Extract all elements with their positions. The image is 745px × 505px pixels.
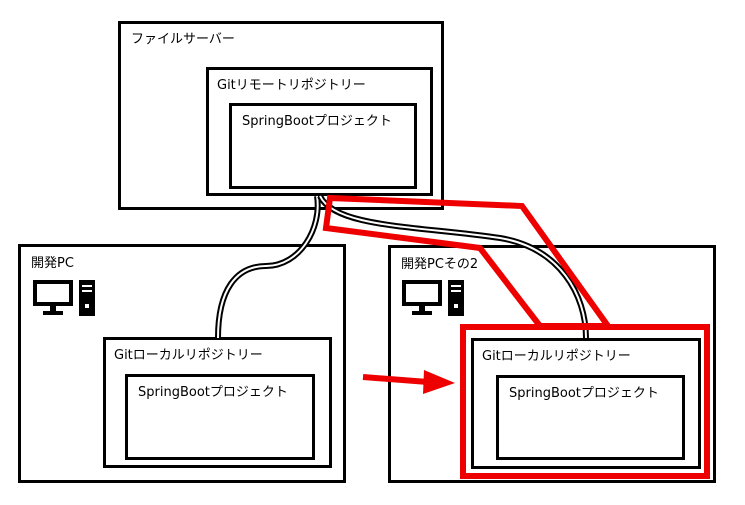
dev-pc2-project-label: SpringBootプロジェクト [509, 386, 659, 401]
dev-pc2-label: 開発PCその2 [401, 257, 479, 272]
dev-pc-project-label: SpringBootプロジェクト [138, 385, 288, 400]
remote-project-label: SpringBootプロジェクト [242, 114, 392, 129]
dev-pc2-project-box: SpringBootプロジェクト [496, 375, 685, 460]
dev-pc2-local-repo-label: Gitローカルリポジトリー [482, 349, 631, 364]
desktop-computer-icon [402, 280, 466, 322]
dev-pc-project-box: SpringBootプロジェクト [125, 374, 315, 460]
remote-repo-label: Gitリモートリポジトリー [217, 78, 366, 93]
remote-project-box: SpringBootプロジェクト [229, 103, 417, 189]
dev-pc-label: 開発PC [31, 256, 74, 271]
dev-pc-local-repo-label: Gitローカルリポジトリー [114, 348, 263, 363]
file-server-label: ファイルサーバー [131, 32, 235, 47]
desktop-computer-icon [33, 280, 97, 322]
